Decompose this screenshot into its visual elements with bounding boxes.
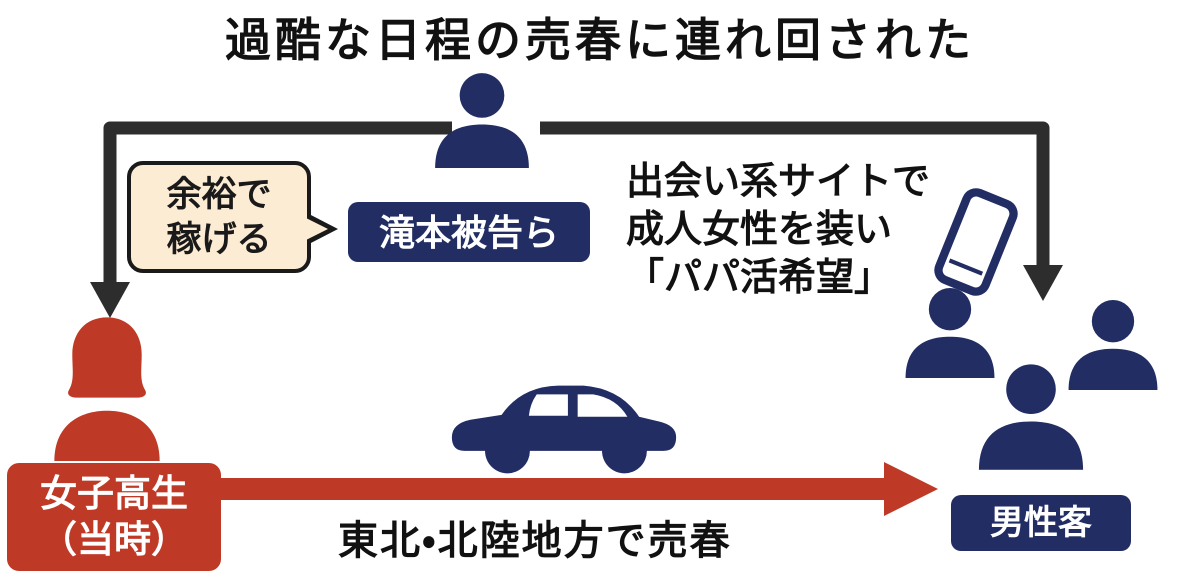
- page-title: 過酷な日程の売春に連れ回された: [225, 14, 975, 66]
- speech-bubble-line: 余裕で: [166, 174, 272, 214]
- girl-label-line: 女子高生: [40, 472, 188, 514]
- girl-person-icon: [47, 315, 167, 461]
- recruit-line: 「パパ活希望」: [626, 257, 893, 299]
- route-caption: 東北・北陸地方で売春: [338, 519, 732, 563]
- recruit-method-text: 出会い系サイトで 成人女性を装い 「パパ活希望」: [626, 158, 930, 302]
- customers-label: 男性客: [951, 495, 1131, 551]
- recruit-line: 出会い系サイトで: [626, 161, 931, 203]
- speech-bubble: 余裕で 稼げる: [127, 161, 338, 273]
- speech-bubble-line: 稼げる: [166, 220, 272, 259]
- recruit-line: 成人女性を装い: [626, 209, 893, 251]
- smartphone-icon: [927, 182, 1025, 302]
- car-icon: [447, 371, 681, 484]
- customers-label-text: 男性客: [990, 503, 1092, 542]
- broker-person-icon: [426, 72, 538, 168]
- broker-label: 滝本被告ら: [348, 202, 590, 262]
- customer-person-icon: [969, 363, 1093, 470]
- girl-label-line: （当時）: [40, 519, 188, 560]
- girl-label: 女子高生 （当時）: [7, 463, 221, 571]
- broker-label-text: 滝本被告ら: [378, 211, 559, 253]
